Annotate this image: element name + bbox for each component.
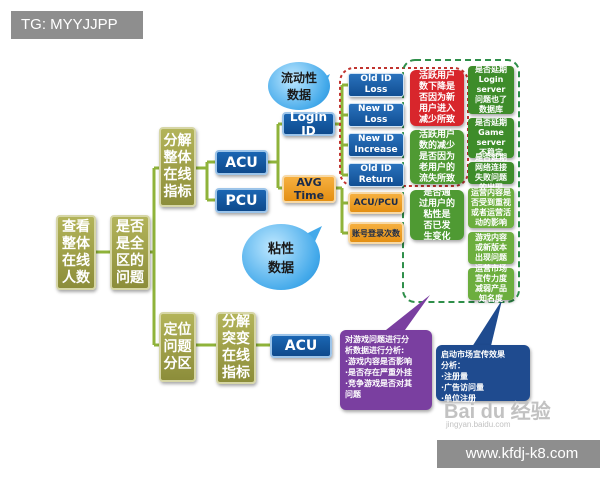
node-game-server: 是否延期 Game server 不稳定 [468,118,514,158]
node-active-drop: 活跃用户 数下降是 否因为新 用户进入 减少所致 [410,70,464,126]
node-marketing: 运营市场 宣传力度 减弱产品 知名度 [468,264,514,303]
node-avg-time: AVG Time [282,175,336,203]
node-login-times: 账号登录次数 [348,222,404,244]
circle-stickiness-data: 粘性 数据 [242,224,320,290]
node-locate: 定位 问题 分区 [159,312,196,382]
baidu-logo-sub: jingyan.baidu.com [446,420,511,429]
node-pcu: PCU [215,188,268,213]
node-login-id: Login ID [282,110,335,138]
callout-left: 对游戏问题进行分 析数据进行分析: ·游戏内容是否影响 ·是否存在严重外挂 ·竞… [340,330,432,410]
node-gameplay: 运营内容是 否受到重视 或者运营活 动的影响 [468,188,514,228]
node-decompose-sudden: 分解 突变 在线 指标 [216,312,256,384]
callout-right-pointer [470,300,502,350]
node-root: 查看 整体 在线 人数 [56,215,96,290]
node-competitor: 游戏内容 或新版本 出现问题 [468,232,514,264]
circle-churn-data: 流动性 数据 [268,62,330,110]
node-acu2: ACU [270,334,332,358]
dashed-green-group [402,59,520,303]
node-acu-pcu: ACU/PCU [348,192,404,214]
node-login-server: 是否延期 Login server 问题也了 数据库 [468,65,514,114]
callout-right: 启动市场宣传效果 分析： ·注册量 ·广告访问量 ·单位注册 [436,345,530,403]
node-old-id-loss: Old ID Loss [348,73,404,97]
node-network: 是否延期 网络连接 失败问题 的出现 [468,153,514,192]
watermark-top: TG: MYYJJPP [11,11,143,39]
node-retention: 是否通 过用户的 粘性是 否已发 生变化 [410,188,464,242]
baidu-logo: Bai du 经验 [444,401,551,423]
node-acu: ACU [215,150,268,175]
node-active-reduce: 活跃用户 数的减少 是否因为 老用户的 流失所致 [410,130,464,184]
node-decompose: 分解 整体 在线 指标 [159,127,196,207]
node-new-id-increase: New ID Increase [348,133,404,157]
callout-left-pointer [386,295,430,330]
node-q-global: 是否 是全 区的 问题 [110,215,150,290]
node-new-id-loss: New ID Loss [348,103,404,127]
node-old-id-return: Old ID Return [348,163,404,187]
watermark-bottom: www.kfdj-k8.com [437,440,600,468]
